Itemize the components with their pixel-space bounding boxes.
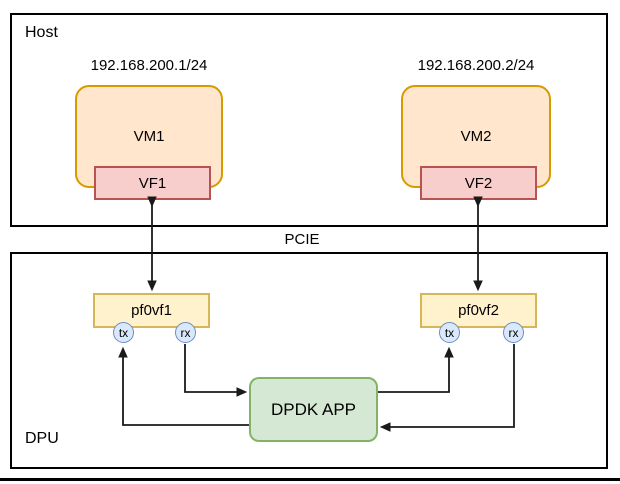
pf0vf2-rx-label: rx <box>508 325 519 340</box>
pf0vf1-node: pf0vf1 <box>93 293 210 328</box>
dpu-zone-label: DPU <box>25 430 59 447</box>
vm1-ip-label: 192.168.200.1/24 <box>90 57 208 74</box>
vf2-node: VF2 <box>420 166 537 200</box>
vf1-node: VF1 <box>94 166 211 200</box>
pf0vf2-label: pf0vf2 <box>458 302 499 319</box>
host-zone-label: Host <box>25 24 58 41</box>
pf0vf2-tx-queue: tx <box>439 322 460 343</box>
dpdk-app-node: DPDK APP <box>249 377 378 442</box>
pf0vf1-rx-label: rx <box>180 325 191 340</box>
pf0vf1-tx-label: tx <box>118 325 129 340</box>
vm2-label: VM2 <box>460 128 492 145</box>
vm2-ip-label: 192.168.200.2/24 <box>417 57 535 74</box>
vf2-label: VF2 <box>464 174 493 192</box>
bottom-divider <box>0 478 620 481</box>
vm1-label: VM1 <box>133 128 165 145</box>
pf0vf1-rx-queue: rx <box>175 322 196 343</box>
pf0vf1-tx-queue: tx <box>113 322 134 343</box>
pf0vf1-label: pf0vf1 <box>131 302 172 319</box>
pf0vf2-node: pf0vf2 <box>420 293 537 328</box>
dpdk-app-label: DPDK APP <box>270 399 357 419</box>
pcie-label: PCIE <box>284 231 320 248</box>
vf1-label: VF1 <box>138 174 167 192</box>
pf0vf2-tx-label: tx <box>444 325 455 340</box>
pf0vf2-rx-queue: rx <box>503 322 524 343</box>
